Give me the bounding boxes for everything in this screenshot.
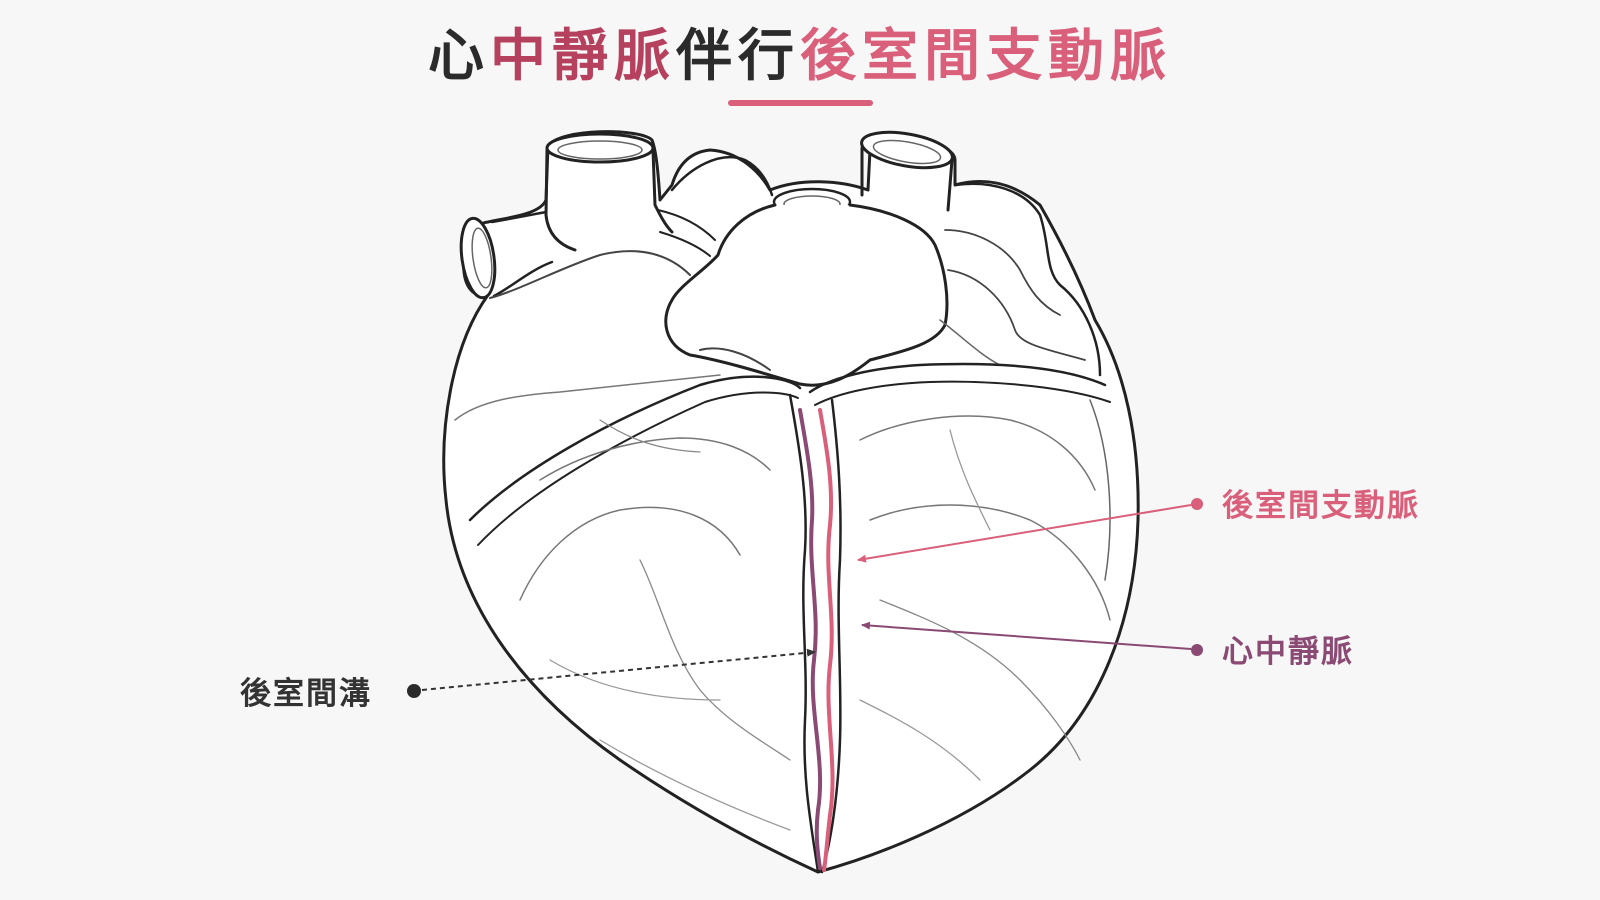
title-underline xyxy=(728,100,873,106)
vein-label: 心中靜脈 xyxy=(1222,634,1354,670)
page-title: 心中靜脈伴行後室間支動脈 xyxy=(0,12,1600,102)
groove-label-dot xyxy=(407,684,421,698)
groove-leader-line xyxy=(421,648,816,691)
title-part-heart: 心 xyxy=(428,24,490,89)
posterior-interventricular-groove-right xyxy=(820,398,842,874)
artery-leader-line xyxy=(857,504,1192,563)
heart-illustration xyxy=(442,130,1140,874)
vein-leader-line xyxy=(861,621,1192,650)
title-part-posterior-interventricular-artery: 後室間支動脈 xyxy=(800,24,1172,89)
title-part-middle-cardiac-vein: 中靜脈 xyxy=(490,24,676,89)
posterior-interventricular-groove-left xyxy=(788,393,820,874)
heart-outline xyxy=(442,130,1140,874)
title-part-accompanies: 伴行 xyxy=(676,24,800,89)
vein-label-dot xyxy=(1191,644,1203,656)
artery-label: 後室間支動脈 xyxy=(1222,488,1420,524)
left-atrium xyxy=(664,203,949,387)
aorta-opening xyxy=(545,132,655,164)
coronary-sulcus xyxy=(468,375,802,522)
posterior-interventricular-artery xyxy=(818,408,835,872)
artery-label-dot xyxy=(1191,498,1203,510)
groove-label: 後室間溝 xyxy=(240,676,372,712)
middle-cardiac-vein xyxy=(798,408,823,870)
